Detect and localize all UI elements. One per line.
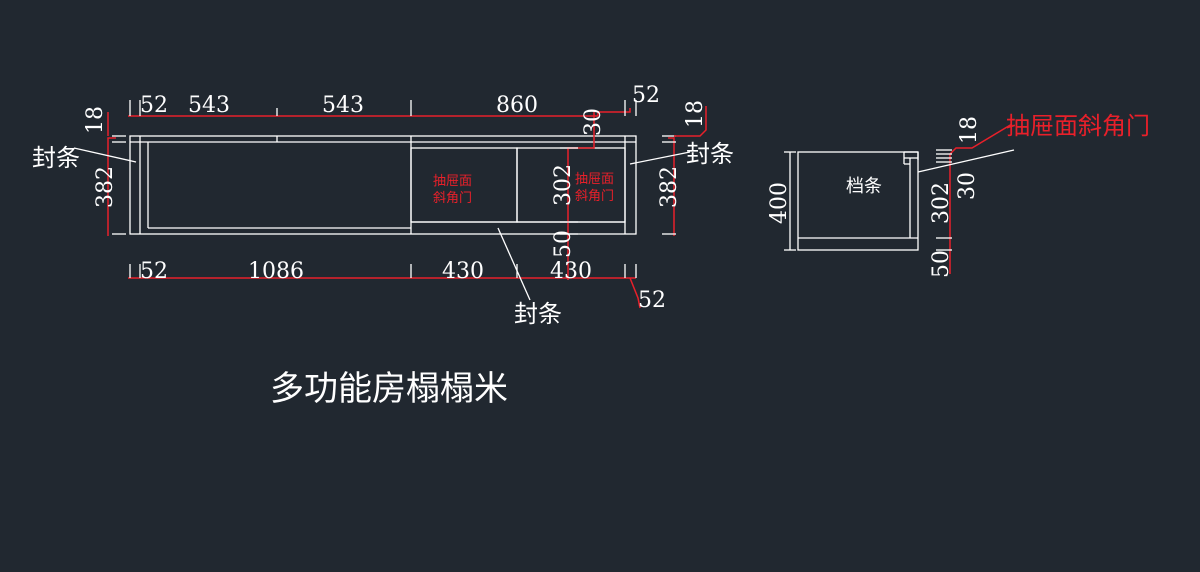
drawing-title: 多功能房榻榻米 <box>270 369 508 409</box>
front-bottom-dim-3: 430 <box>442 259 484 284</box>
front-bottom-dim-5: 52 <box>638 288 666 313</box>
edge-strip-label-bottom: 封条 <box>514 300 562 328</box>
front-view: 52 543 543 860 52 52 1086 430 430 52 382… <box>32 83 734 328</box>
drawer-label-1-line1: 抽屉面 <box>433 174 472 189</box>
side-inner-top: 30 <box>955 172 980 200</box>
front-top-dim-4: 860 <box>496 93 538 118</box>
drawer-label-2-line2: 斜角门 <box>575 189 614 204</box>
drawer-door-label: 抽屉面斜角门 <box>1006 112 1150 140</box>
front-inner-height: 302 <box>551 164 576 206</box>
front-bottom-dim-4: 430 <box>550 259 592 284</box>
front-left-height: 382 <box>93 166 118 208</box>
side-inner-height: 302 <box>929 182 954 224</box>
side-top-strip: 18 <box>957 116 982 144</box>
front-top-strip-right: 18 <box>683 100 708 128</box>
front-bottom-dim-1: 52 <box>140 259 168 284</box>
edge-strip-label-left: 封条 <box>32 144 80 172</box>
edge-strip-label-right: 封条 <box>686 140 734 168</box>
drawer-label-2-line1: 抽屉面 <box>575 172 614 187</box>
front-top-strip-left: 18 <box>83 106 108 134</box>
front-top-dim-1: 52 <box>140 93 168 118</box>
front-bottom-dim-2: 1086 <box>248 259 304 284</box>
side-height: 400 <box>767 182 792 224</box>
drawer-label-1-line2: 斜角门 <box>433 191 472 206</box>
front-top-dim-3: 543 <box>322 93 364 118</box>
front-top-dim-2: 543 <box>188 93 230 118</box>
side-inner-bottom: 50 <box>929 250 954 278</box>
front-inner-top: 30 <box>581 108 606 136</box>
front-right-height: 382 <box>657 166 682 208</box>
front-inner-bottom: 50 <box>551 230 576 258</box>
stopper-strip-label: 档条 <box>846 176 882 197</box>
side-view: 400 18 30 302 50 档条 抽屉面斜角门 <box>767 112 1150 278</box>
front-top-dim-5: 52 <box>632 83 660 108</box>
